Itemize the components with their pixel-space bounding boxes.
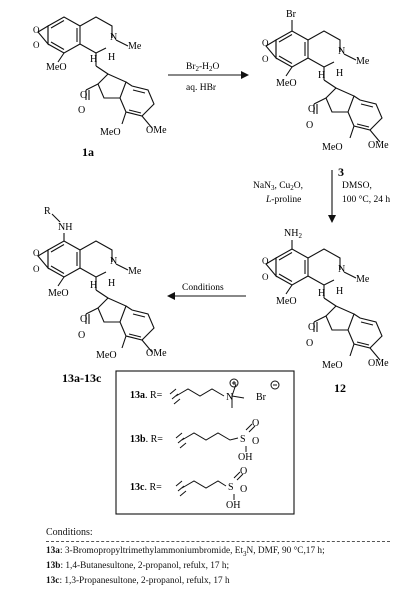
atom-label: H — [336, 68, 343, 79]
svg-text:L-proline: L-proline — [265, 195, 301, 205]
atom-label: O — [308, 104, 315, 115]
arrow-azidation: NaN3, Cu2O, L-proline DMSO, 100 °C, 24 h — [253, 170, 390, 223]
atom-label: O — [306, 338, 313, 349]
condition-13a: 13a: 3-Bromopropyltrimethylammoniumbromi… — [46, 546, 325, 558]
reagent-label: 100 °C, 24 h — [342, 194, 390, 205]
compound-label: 13a-13c — [62, 371, 102, 385]
reagent-label: aq. HBr — [186, 83, 217, 93]
atom-label: Me — [128, 266, 142, 277]
svg-text:13c. R=: 13c. R= — [130, 482, 162, 493]
compound-3-structure: Br O O N Me MeO H H O O MeO OMe 3 — [262, 9, 389, 179]
atom-label: S — [228, 482, 234, 493]
reagent-label: Br — [186, 62, 196, 72]
compound-label: 1a — [82, 145, 94, 159]
reagent-label: Conditions — [182, 283, 224, 293]
atom-label: Me — [356, 56, 370, 67]
atom-label: Me — [128, 41, 142, 52]
svg-text:Br2-H2O: Br2-H2O — [186, 62, 220, 73]
atom-label: H — [318, 288, 325, 299]
atom-label: NH — [284, 228, 298, 239]
atom-label: O — [80, 314, 87, 325]
atom-label: O — [33, 40, 40, 50]
compound-13-structure: NH R O O N Me MeO H H O O MeO OMe 13a-13… — [33, 206, 167, 385]
svg-text:13a. R=: 13a. R= — [130, 390, 163, 401]
atom-label: N — [110, 256, 117, 267]
atom-label: MeO — [46, 62, 67, 73]
compound-1a-structure: O O N Me MeO H H O O MeO OMe 1a — [33, 16, 167, 159]
atom-label: Me — [356, 274, 370, 285]
atom-label: MeO — [276, 296, 297, 307]
compound-label: 3 — [338, 165, 344, 179]
atom-label: O — [308, 322, 315, 333]
atom-label: O — [78, 105, 85, 116]
atom-label: O — [80, 90, 87, 101]
svg-text:NaN3, Cu2O,: NaN3, Cu2O, — [253, 181, 303, 192]
atom-label: R — [44, 206, 51, 217]
atom-label: O — [78, 330, 85, 341]
reagent-label: DMSO, — [342, 181, 372, 191]
atom-label: O — [262, 256, 269, 266]
atom-label: OH — [238, 452, 252, 463]
atom-label: MeO — [48, 288, 69, 299]
r-group-label: 13c — [130, 482, 145, 493]
conditions-title: Conditions: — [46, 527, 93, 538]
atom-label: MeO — [100, 127, 121, 138]
atom-label: O — [240, 466, 247, 477]
atom-label: O — [33, 264, 40, 274]
atom-label: O — [306, 120, 313, 131]
arrow-alkylation: Conditions — [167, 283, 246, 300]
atom-label: O — [262, 38, 269, 48]
atom-label: H — [108, 278, 115, 289]
atom-label: H — [90, 54, 97, 65]
atom-label: H — [108, 52, 115, 63]
svg-text:13b. R=: 13b. R= — [130, 434, 163, 445]
atom-label: MeO — [276, 78, 297, 89]
atom-label: OMe — [368, 140, 389, 151]
atom-label: N — [338, 264, 345, 275]
atom-label: O — [262, 272, 269, 282]
atom-label: MeO — [96, 350, 117, 361]
atom-label: O — [252, 418, 259, 429]
atom-label: N — [110, 32, 117, 43]
reagent-label: NaN — [253, 181, 271, 191]
arrow-bromination: Br2-H2O aq. HBr — [168, 62, 249, 93]
atom-label: O — [262, 54, 269, 64]
r-group-box: 13a. R= N Br 13b. R= S O O OH 13c. R= — [115, 370, 295, 515]
atom-label: N — [226, 392, 233, 403]
atom-label: Br — [256, 392, 267, 403]
atom-label: NH — [58, 222, 72, 233]
atom-label: O — [33, 248, 40, 258]
atom-label: N — [338, 46, 345, 57]
atom-label: H — [318, 70, 325, 81]
atom-label: OMe — [146, 125, 167, 136]
atom-label: S — [240, 434, 246, 445]
compound-12-structure: NH2 O O N Me MeO H H O O MeO OMe 12 — [262, 228, 389, 395]
atom-label: H — [90, 280, 97, 291]
atom-label: OMe — [146, 348, 167, 359]
svg-text:NH2: NH2 — [284, 228, 302, 240]
atom-label: MeO — [322, 360, 343, 371]
atom-label: O — [33, 25, 40, 35]
r-group-label: 13a — [130, 390, 145, 401]
atom-label: OMe — [368, 358, 389, 369]
compound-label: 12 — [334, 381, 346, 395]
conditions-divider — [46, 541, 390, 542]
condition-13b: 13b: 1,4-Butanesultone, 2-propanol, refu… — [46, 561, 230, 571]
atom-label: O — [240, 484, 247, 495]
atom-label: MeO — [322, 142, 343, 153]
atom-label: H — [336, 286, 343, 297]
atom-label: Br — [286, 9, 297, 20]
condition-13c: 13c: 1,3-Propanesultone, 2-propanol, ref… — [46, 576, 230, 586]
r-group-label: 13b — [130, 434, 146, 445]
atom-label: OH — [226, 500, 240, 511]
atom-label: O — [252, 436, 259, 447]
